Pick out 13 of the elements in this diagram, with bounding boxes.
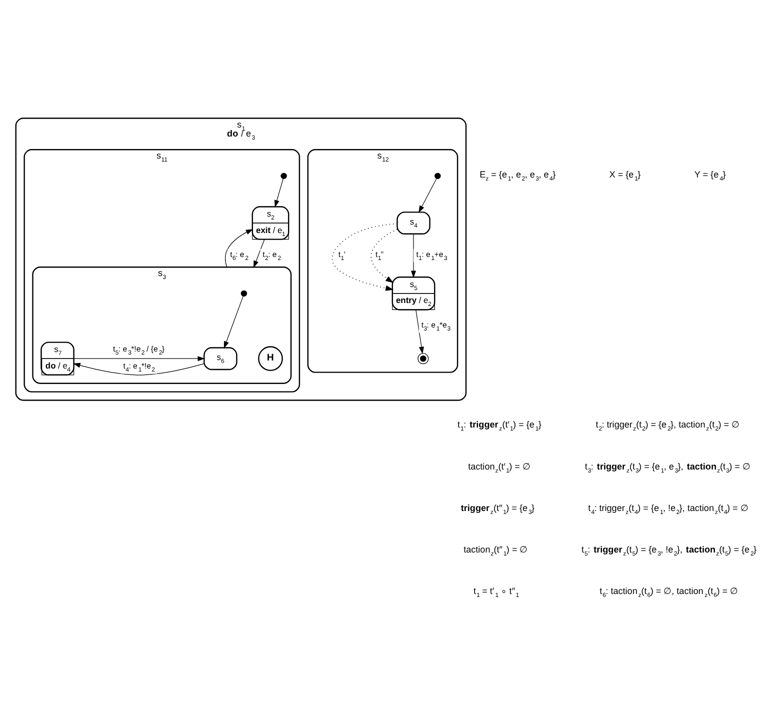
label: t$_{4}$: trigger$_{z}$(t$_{4}$) = {e$_{1}$, !e$_{2}$}, taction$_{z}$(t$_{4}$) = ∅ (588, 502, 748, 516)
label: Y = {e$_{4}$} (694, 169, 726, 182)
label: X = {e$_{1}$} (609, 169, 641, 182)
label: trigger$_{z}$(t″$_{1}$) = {e$_{3}$} (460, 502, 534, 516)
label: taction$_{z}$(t″$_{1}$) = ∅ (464, 544, 528, 558)
label: t$_{3}$: trigger$_{z}$(t$_{3}$) = {e$_{1}$, e$_{3}$}, taction$_{z}$(t$_{3}$) = ∅ (584, 461, 750, 474)
label: t$_{2}$: trigger$_{z}$(t$_{2}$) = {e$_{2}$}, taction$_{z}$(t$_{2}$) = ∅ (596, 420, 740, 433)
label: t$_{6}$: taction$_{z}$(t$_{6}$) = ∅, taction$_{z}$(t$_{6}$) = ∅ (600, 586, 738, 600)
label: t$_{1}$ = t′$_{1}$ ∘ t″$_{1}$ (474, 586, 520, 600)
label: t$_{1}$: trigger$_{z}$(t′$_{1}$) = {e$_{1}$} (458, 420, 542, 433)
label: t$_{5}$: trigger$_{z}$(t$_{5}$) = {e$_{3}$, !e$_{2}$}, taction$_{z}$(t$_{5}$) = {e$_{2}$} (582, 544, 757, 558)
label: taction$_{z}$(t′$_{1}$) = ∅ (468, 461, 530, 474)
label: E$_{z}$ = {e$_{1}$, e$_{2}$, e$_{3}$, e$_{4}$} (480, 169, 556, 182)
